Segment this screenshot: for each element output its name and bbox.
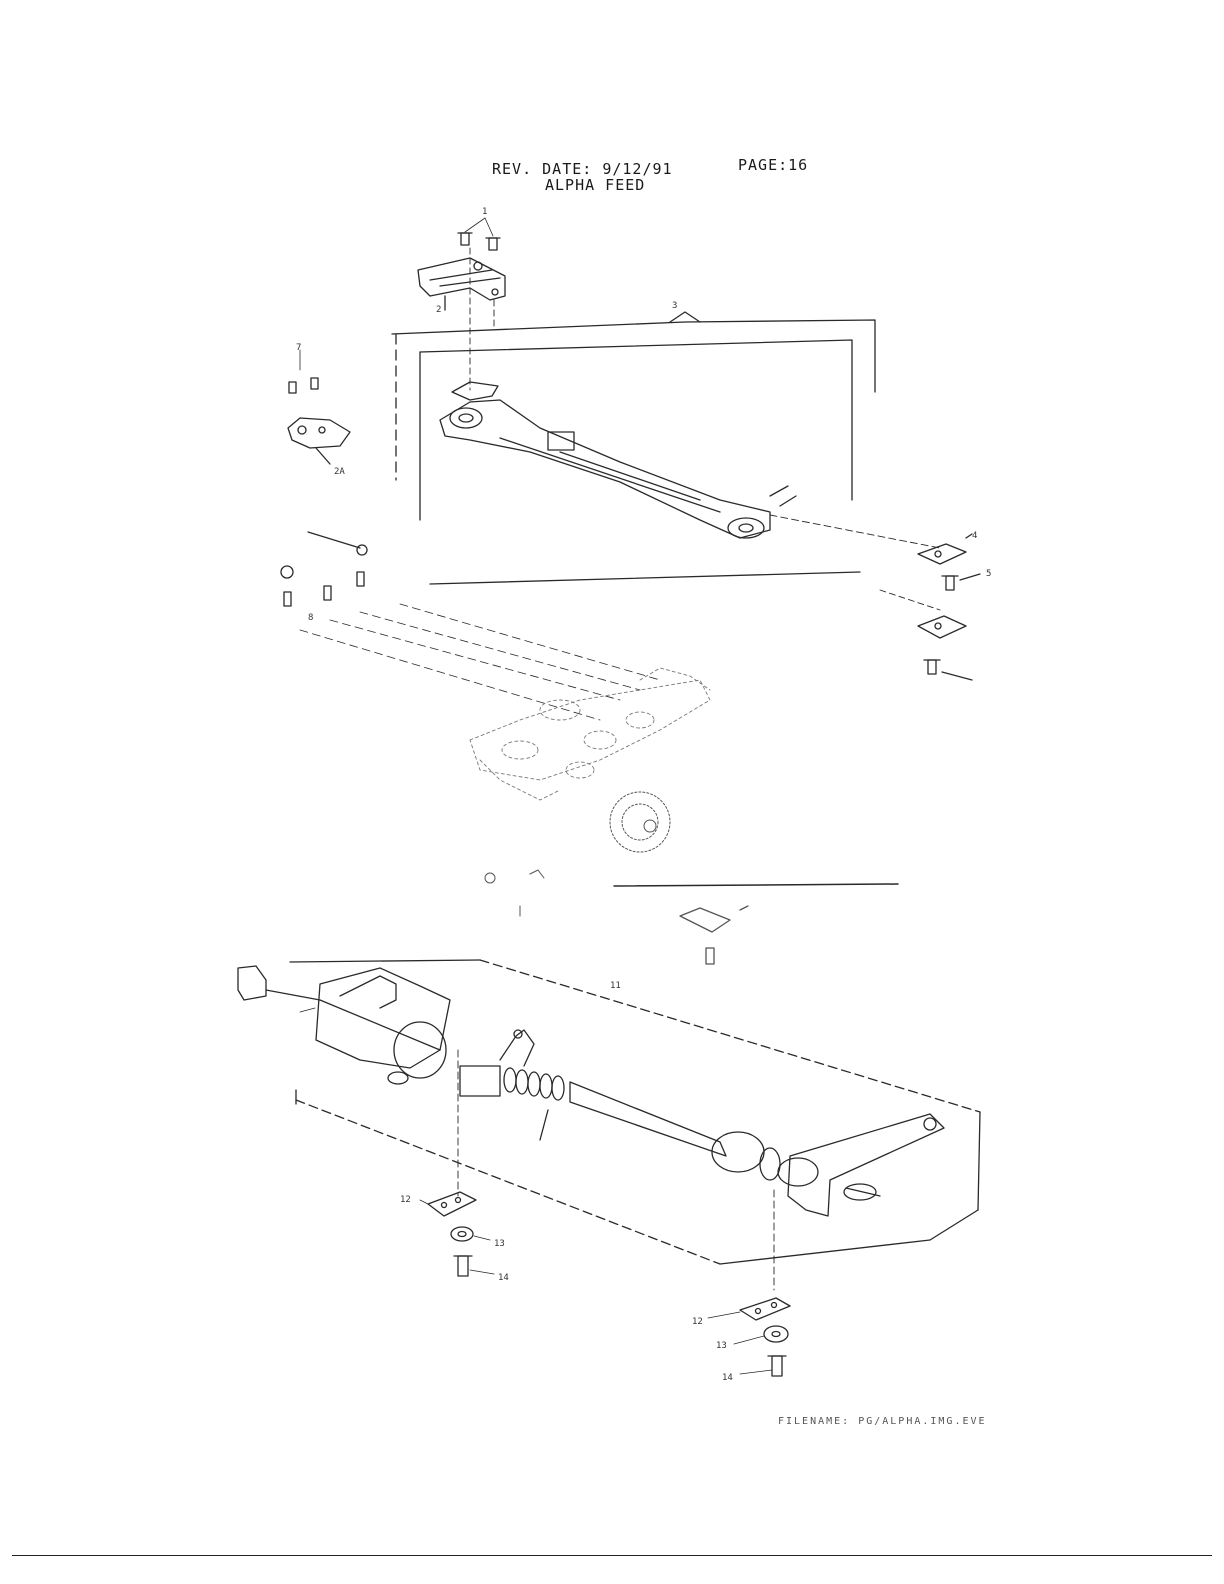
feed-arm-part <box>439 381 797 539</box>
callout-14a: 14 <box>498 1273 509 1283</box>
end-clip-part-12 <box>237 965 321 1001</box>
callout-14b: 14 <box>722 1373 733 1383</box>
callout-11: 11 <box>610 981 621 991</box>
rev-date-line: REV. DATE: 9/12/91 <box>492 160 673 178</box>
housing-block-part <box>315 967 451 1085</box>
gear-part <box>609 791 671 853</box>
callout-12b: 12 <box>692 1317 703 1327</box>
feed-shaft-part <box>459 1029 819 1187</box>
assembly-line <box>769 514 941 549</box>
callout-2a: 2A <box>334 467 345 477</box>
clip-part <box>679 905 749 965</box>
callout-8: 8 <box>308 613 313 623</box>
callout-2: 2 <box>436 305 441 315</box>
mounting-plate-part-12a <box>427 1191 477 1217</box>
divider-line <box>613 883 899 887</box>
callout-5: 5 <box>986 569 991 579</box>
mechanism-cluster-part <box>469 667 711 801</box>
page-number: 16 <box>788 156 809 174</box>
washer-part-13b <box>763 1325 789 1343</box>
footer-filename: FILENAME: PG/ALPHA.IMG.EVE <box>778 1416 987 1427</box>
small-bracket-part-2a <box>287 377 351 465</box>
clamp-plate-part-4b <box>917 615 967 639</box>
page-number-line: PAGE:16 <box>738 156 808 174</box>
screw-part-14a <box>453 1255 473 1277</box>
callout-7: 7 <box>296 343 301 353</box>
diagram-title: ALPHA FEED <box>545 176 646 194</box>
screw-part-14b <box>767 1355 787 1377</box>
crank-arm-part <box>787 1113 945 1217</box>
callout-1: 1 <box>482 207 487 217</box>
callout-13b: 13 <box>716 1341 727 1351</box>
screw-part-5 <box>941 573 981 591</box>
assembly-line-group <box>299 603 661 721</box>
assembly-line <box>879 589 941 611</box>
rev-date-value: 9/12/91 <box>602 160 673 178</box>
screw-pair-part-1 <box>457 232 501 251</box>
callout-12a: 12 <box>400 1195 411 1205</box>
callout-4: 4 <box>972 531 977 541</box>
top-bracket-part <box>417 257 506 311</box>
pin-part-7 <box>307 531 368 556</box>
rev-date-label: REV. DATE: <box>492 160 593 178</box>
screw-part-8 <box>280 565 365 607</box>
leader-lines <box>299 217 773 1375</box>
page-label: PAGE: <box>738 156 789 174</box>
bottom-rule <box>12 1555 1212 1556</box>
base-plate-part-11 <box>289 959 981 1265</box>
screw-part-5b <box>923 659 973 681</box>
callout-3: 3 <box>672 301 677 311</box>
assembly-frame-part-3 <box>391 311 876 585</box>
callout-13a: 13 <box>494 1239 505 1249</box>
mounting-plate-part-12b <box>739 1297 791 1321</box>
clamp-plate-part-4 <box>917 533 973 565</box>
washer-part-13a <box>450 1226 474 1242</box>
small-parts-part <box>484 869 545 917</box>
